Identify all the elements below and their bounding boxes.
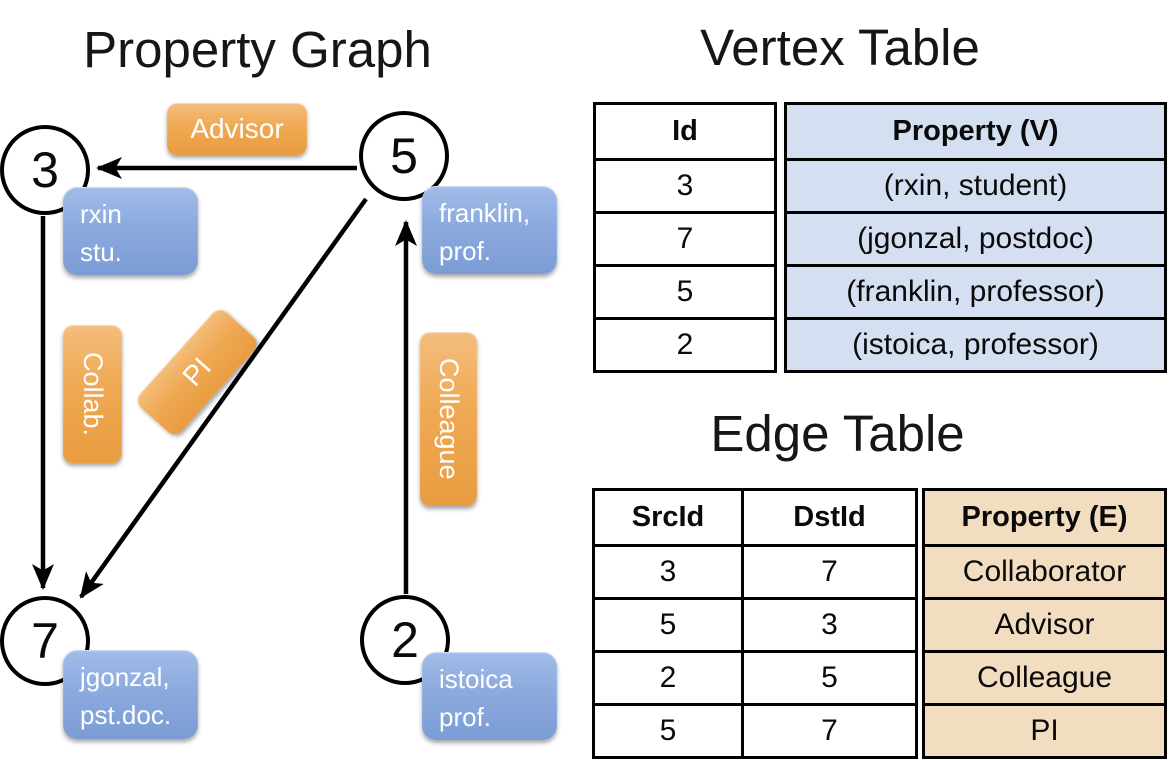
vertex-label-line: pst.doc. [80, 700, 172, 730]
vertex-label-line: jgonzal, [80, 662, 170, 692]
vertex-table-header-property: Property (V) [892, 115, 1059, 147]
vertex-label-line: istoica [439, 664, 513, 694]
table-cell: (rxin, student) [787, 158, 1164, 211]
edge-table-src-dst-columns: SrcId DstId 3 7 5 3 2 5 5 7 [592, 488, 918, 759]
vertex-label-line: franklin, [439, 198, 531, 228]
table-cell: 7 [741, 544, 915, 597]
table-cell: 3 [596, 158, 774, 211]
edge-table-header-srcid: SrcId [631, 501, 705, 533]
vertex-label-franklin: franklin, prof. [422, 186, 557, 274]
vertex-table-title: Vertex Table [700, 19, 980, 76]
edge-table-header-property: Property (E) [961, 501, 1128, 533]
table-cell: 5 [596, 264, 774, 317]
vertex-label-line: prof. [439, 702, 492, 732]
vertex-label-line: stu. [80, 237, 122, 267]
vertex-label-line: rxin [80, 199, 122, 229]
table-cell: 2 [596, 317, 774, 370]
table-cell: (jgonzal, postdoc) [787, 211, 1164, 264]
vertex-label-line: prof. [439, 236, 492, 266]
edge-label-text: Advisor [190, 113, 284, 144]
table-cell: (istoica, professor) [787, 317, 1164, 370]
edge-label-colleague: Colleague [420, 332, 477, 506]
table-cell: Advisor [925, 597, 1164, 650]
edge-table-title: Edge Table [710, 405, 965, 462]
edge-label-text: Collab. [78, 351, 108, 437]
vertex-table-property-column: Property (V) (rxin, student) (jgonzal, p… [784, 102, 1167, 373]
vertex-table-id-column: Id 3 7 5 2 [593, 102, 777, 373]
table-cell: 5 [595, 703, 741, 756]
edge-label-text: Colleague [434, 358, 464, 480]
table-cell: 7 [741, 703, 915, 756]
edge-pi-5-to-7 [79, 197, 368, 599]
table-cell: 7 [596, 211, 774, 264]
table-cell: 5 [595, 597, 741, 650]
graph-title: Property Graph [83, 21, 432, 78]
node-5-id: 5 [390, 128, 418, 184]
vertex-table-header-id: Id [672, 115, 698, 147]
table-cell: 2 [595, 650, 741, 703]
table-cell: Colleague [925, 650, 1164, 703]
table-cell: PI [925, 703, 1164, 756]
edge-table-property-column: Property (E) Collaborator Advisor Collea… [922, 488, 1167, 759]
edge-label-text: PI [176, 351, 218, 392]
table-cell: (franklin, professor) [787, 264, 1164, 317]
table-cell: 3 [741, 597, 915, 650]
node-5: 5 [359, 111, 449, 201]
node-7-id: 7 [31, 613, 59, 669]
vertex-label-istoica: istoica prof. [422, 652, 557, 740]
vertex-label-jgonzal: jgonzal, pst.doc. [63, 650, 198, 739]
vertex-label-rxin: rxin stu. [63, 187, 198, 275]
table-cell: Collaborator [925, 544, 1164, 597]
node-3-id: 3 [31, 142, 59, 198]
node-2-id: 2 [391, 612, 419, 668]
table-cell: 3 [595, 544, 741, 597]
edge-label-collab: Collab. [63, 325, 122, 463]
table-cell: 5 [741, 650, 915, 703]
graph-edges-layer [32, 157, 417, 599]
edge-table-header-dstid: DstId [741, 491, 915, 544]
edge-label-advisor: Advisor [167, 103, 307, 155]
node-2: 2 [360, 595, 450, 685]
